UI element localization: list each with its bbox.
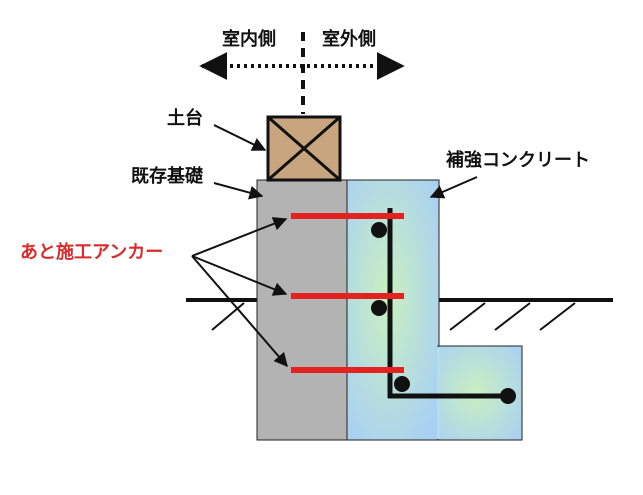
leader-lines	[191, 124, 478, 368]
outdoor-side-label: 室外側	[322, 29, 376, 50]
reinforcing-concrete-label: 補強コンクリート	[446, 150, 590, 171]
rebar	[371, 208, 516, 404]
post-installed-anchors	[291, 213, 404, 373]
sill-label: 土台	[167, 108, 203, 129]
sill-cross-box-icon	[266, 115, 342, 182]
ground	[186, 298, 613, 331]
indoor-side-label: 室内側	[222, 29, 276, 50]
existing-foundation-label: 既存基礎	[131, 166, 203, 187]
post-installed-anchor-label: あと施工アンカー	[20, 242, 164, 263]
